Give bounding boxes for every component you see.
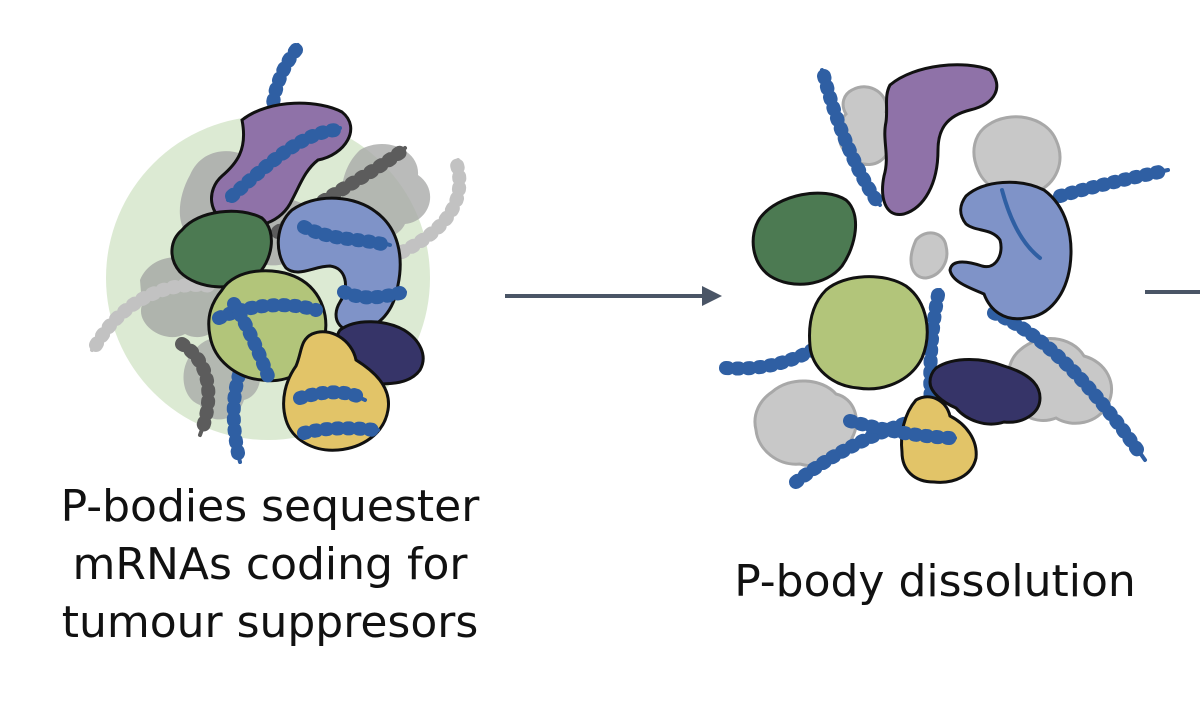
purple-protein bbox=[881, 63, 999, 216]
dark-green-protein bbox=[751, 191, 858, 286]
mrna-strand-dark bbox=[175, 337, 216, 437]
caption-line: tumour suppresors bbox=[61, 597, 479, 648]
light-green-protein bbox=[808, 275, 929, 391]
navy-protein bbox=[928, 358, 1042, 426]
caption-line: mRNAs coding for bbox=[72, 539, 468, 590]
grey-protein bbox=[909, 231, 949, 280]
progression-arrow bbox=[505, 286, 722, 306]
mrna-strand-blue bbox=[337, 285, 407, 305]
mrna-strand-grey bbox=[395, 158, 467, 259]
caption-p-body-dissolution: P-body dissolution bbox=[655, 553, 1200, 611]
mrna-strand-blue bbox=[212, 298, 323, 325]
mrna-strand-grey bbox=[89, 277, 219, 352]
mrna-strand-blue bbox=[226, 368, 246, 465]
mrna-strand-free bbox=[1000, 188, 1042, 260]
p-body-condensate bbox=[89, 43, 467, 465]
caption-line: P-bodies sequester bbox=[60, 481, 480, 532]
mrna-strand-blue bbox=[293, 385, 369, 405]
mrna-strand-free bbox=[843, 414, 957, 445]
blue-protein bbox=[948, 180, 1073, 321]
mrna-strands-over bbox=[212, 123, 407, 440]
mrna-strand-blue bbox=[225, 123, 343, 203]
dissolved-p-body bbox=[719, 63, 1171, 489]
mrna-strand-blue bbox=[227, 297, 275, 383]
mrna-strand-blue bbox=[297, 421, 381, 440]
mrna-strand-blue bbox=[297, 220, 393, 252]
caption-p-bodies-sequester: P-bodies sequester mRNAs coding for tumo… bbox=[0, 478, 540, 652]
mrna-strand-free bbox=[923, 288, 945, 412]
caption-line: P-body dissolution bbox=[734, 556, 1136, 607]
mrna-strand-free bbox=[817, 69, 883, 207]
mrna-strand-free bbox=[987, 306, 1148, 462]
mrna-strand-free bbox=[1053, 164, 1171, 203]
